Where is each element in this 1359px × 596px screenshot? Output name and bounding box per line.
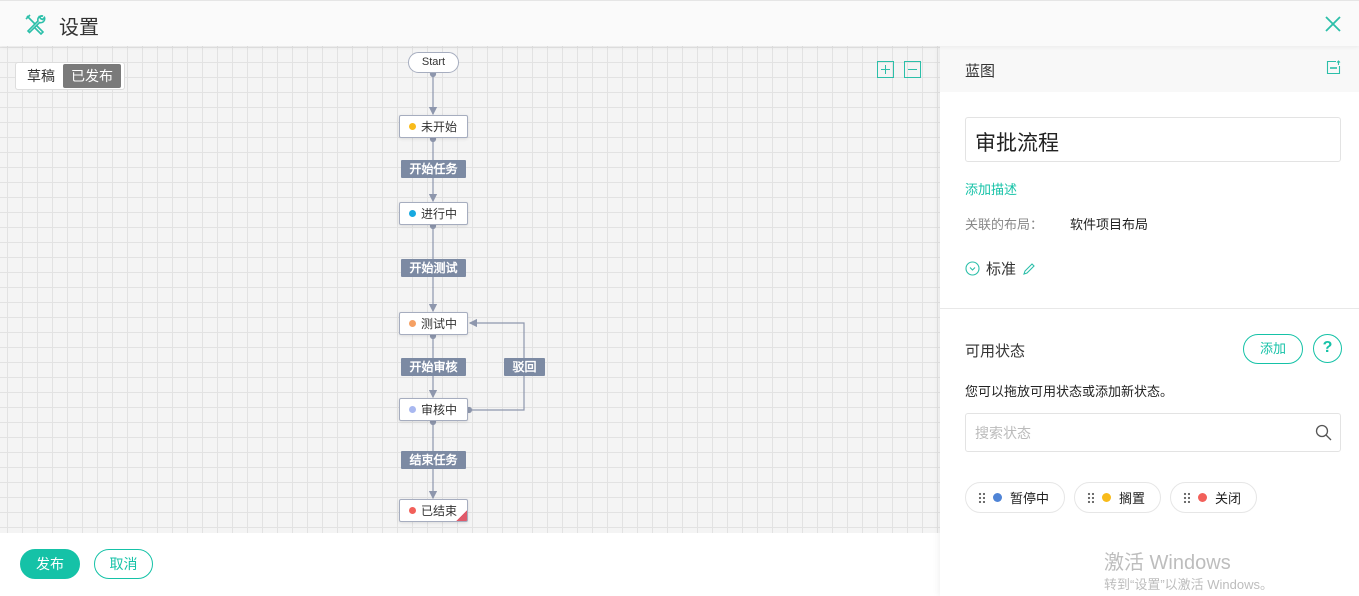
start-node[interactable]: Start: [408, 52, 459, 73]
scheme-row: 标准: [965, 258, 1036, 279]
help-icon[interactable]: ?: [1313, 334, 1342, 363]
activation-watermark: 激活 Windows: [1104, 552, 1231, 574]
chip-label: 搁置: [1119, 491, 1146, 506]
search-icon[interactable]: [1315, 424, 1332, 441]
state-node[interactable]: 进行中: [399, 202, 468, 225]
zoom-out-icon[interactable]: [904, 61, 921, 78]
drag-handle-icon[interactable]: [978, 492, 985, 503]
available-states-title: 可用状态: [965, 343, 1026, 360]
status-dot: [409, 123, 416, 130]
tools-icon: [25, 14, 46, 35]
status-dot: [1198, 493, 1208, 502]
panel-header: 蓝图: [940, 46, 1359, 92]
version-toggle: 草稿 已发布: [15, 62, 125, 90]
add-state-button[interactable]: 添加: [1243, 334, 1303, 364]
search-states-input[interactable]: [965, 413, 1341, 452]
chip-label: 暂停中: [1010, 491, 1050, 506]
transition-label[interactable]: 开始审核: [401, 358, 466, 376]
layout-value: 软件项目布局: [1070, 217, 1149, 232]
transition-label[interactable]: 驳回: [504, 358, 545, 376]
status-dot: [409, 320, 416, 327]
drag-handle-icon[interactable]: [1087, 492, 1095, 503]
status-dot: [409, 210, 416, 217]
state-node[interactable]: 测试中: [399, 312, 468, 335]
state-label: 审核中: [421, 403, 458, 417]
chip-label: 关闭: [1215, 491, 1242, 506]
scheme-name: 标准: [986, 261, 1017, 278]
chevron-down-circle-icon[interactable]: [965, 261, 980, 276]
state-chip[interactable]: 搁置: [1074, 482, 1162, 513]
footer: 发布 取消: [0, 533, 940, 596]
state-chip[interactable]: 关闭: [1170, 482, 1258, 513]
state-label: 测试中: [421, 317, 458, 331]
layout-label: 关联的布局：: [965, 217, 1044, 232]
panel-title: 蓝图: [965, 63, 996, 80]
page-title: 设置: [59, 17, 99, 39]
workflow-canvas[interactable]: 草稿 已发布 Start 未开始 进行中 测试中 审核中 已结束 开始任务 开始…: [0, 46, 940, 533]
close-icon[interactable]: [1324, 15, 1342, 33]
hint-text: 您可以拖放可用状态或添加新状态。: [965, 384, 1174, 399]
state-chip[interactable]: 暂停中: [965, 482, 1066, 513]
edit-pencil-icon[interactable]: [1022, 262, 1036, 276]
status-dot: [993, 493, 1002, 502]
publish-button[interactable]: 发布: [20, 549, 80, 579]
activation-watermark-sub: 转到“设置”以激活 Windows。: [1104, 577, 1274, 592]
divider: [940, 308, 1359, 309]
state-label: 进行中: [421, 207, 458, 221]
state-label: 未开始: [421, 120, 458, 134]
blueprint-panel: 蓝图 审批流程 添加描述 关联的布局： 软件项目布局 标准 可用状态 添加 ? …: [940, 46, 1359, 596]
transition-label[interactable]: 开始测试: [401, 259, 466, 277]
status-dot: [409, 406, 416, 413]
header: 设置: [0, 0, 1359, 46]
export-json-icon[interactable]: [1326, 60, 1341, 75]
status-dot: [1102, 493, 1112, 502]
drag-handle-icon[interactable]: [1183, 492, 1191, 503]
state-node[interactable]: 已结束: [399, 499, 468, 522]
add-description-link[interactable]: 添加描述: [965, 182, 1018, 197]
available-states-list: 暂停中 搁置 关闭: [965, 482, 1258, 513]
cancel-button[interactable]: 取消: [94, 549, 153, 579]
published-tab[interactable]: 已发布: [63, 64, 121, 88]
state-label: 已结束: [421, 504, 458, 518]
transition-label[interactable]: 结束任务: [401, 451, 466, 469]
transition-label[interactable]: 开始任务: [401, 160, 466, 178]
state-node[interactable]: 未开始: [399, 115, 468, 138]
status-dot: [409, 507, 416, 514]
state-node[interactable]: 审核中: [399, 398, 468, 421]
transition-edges: [428, 70, 525, 500]
zoom-in-icon[interactable]: [877, 61, 894, 78]
draft-tab[interactable]: 草稿: [27, 68, 55, 84]
workflow-name-input[interactable]: 审批流程: [965, 117, 1341, 162]
